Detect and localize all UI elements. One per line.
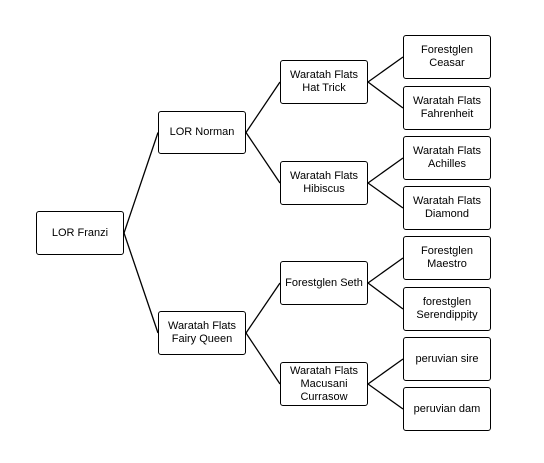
- connector-n1-n11: [245, 332, 281, 385]
- connector-n00-n001: [367, 81, 404, 109]
- connector-n00-n000: [367, 56, 404, 83]
- node-waratah-flats-diamond: Waratah Flats Diamond: [403, 186, 491, 230]
- node-waratah-flats-hat-trick: Waratah Flats Hat Trick: [280, 60, 368, 104]
- connector-n11-n110: [367, 358, 404, 385]
- node-forestglen-maestro: Forestglen Maestro: [403, 236, 491, 280]
- connector-n0-n01: [245, 132, 281, 184]
- connector-n-n1: [123, 232, 159, 334]
- node-lor-franzi: LOR Franzi: [36, 211, 124, 255]
- node-forestglen-seth: Forestglen Seth: [280, 261, 368, 305]
- node-peruvian-sire: peruvian sire: [403, 337, 491, 381]
- connector-n0-n00: [245, 81, 281, 133]
- node-waratah-flats-hibiscus: Waratah Flats Hibiscus: [280, 161, 368, 205]
- node-waratah-flats-achilles: Waratah Flats Achilles: [403, 136, 491, 180]
- node-forestglen-ceasar: Forestglen Ceasar: [403, 35, 491, 79]
- connector-n10-n100: [367, 257, 404, 284]
- node-waratah-flats-fairy-queen: Waratah Flats Fairy Queen: [158, 311, 246, 355]
- connector-n1-n10: [245, 282, 281, 334]
- connector-n01-n010: [367, 157, 404, 184]
- connector-n11-n111: [367, 383, 404, 410]
- node-peruvian-dam: peruvian dam: [403, 387, 491, 431]
- connector-n01-n011: [367, 182, 404, 209]
- connector-n-n0: [123, 132, 159, 234]
- node-forestglen-serendippity: forestglen Serendippity: [403, 287, 491, 331]
- node-lor-norman: LOR Norman: [158, 111, 246, 154]
- node-waratah-flats-macusani-currasow: Waratah Flats Macusani Currasow: [280, 362, 368, 406]
- node-waratah-flats-fahrenheit: Waratah Flats Fahrenheit: [403, 86, 491, 130]
- connector-n10-n101: [367, 282, 404, 310]
